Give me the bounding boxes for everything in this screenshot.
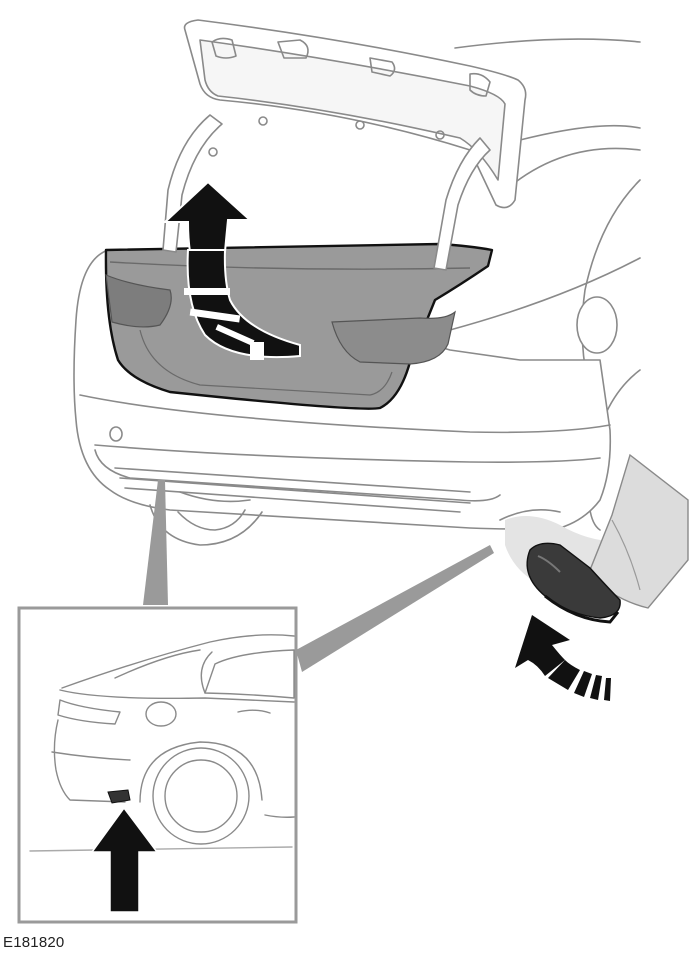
kick-sensor-marker (107, 789, 131, 804)
shoe-highlight (537, 555, 561, 573)
inset-c-pillar (200, 651, 213, 694)
lid-fixing-4 (208, 147, 218, 157)
up-arrow-icon (90, 806, 159, 913)
lid-bracket-right (469, 72, 491, 97)
inset-side-window (204, 649, 295, 699)
exhaust-tip (179, 491, 251, 503)
curved-motion-arrow-icon (515, 615, 611, 701)
open-arrow-gap-1 (184, 288, 230, 295)
kick-arrow-band-4 (604, 678, 611, 701)
lid-latch (277, 39, 309, 59)
inset-wheel-arch (139, 741, 263, 803)
lid-fixing-3 (435, 130, 445, 140)
inset-detail (17, 606, 298, 924)
inset-rear-window (114, 649, 201, 679)
lid-fixing-1 (258, 116, 268, 126)
figure-id-label: E181820 (3, 934, 65, 951)
kick-arrow-band-2 (574, 671, 592, 697)
inset-frame (17, 606, 298, 924)
right-tail-lamp (331, 310, 456, 365)
open-arrow-gap-4 (250, 342, 264, 360)
lid-fixing-2 (355, 120, 365, 130)
inset-car-side-view (29, 634, 295, 852)
curved-up-arrow-icon (162, 180, 301, 360)
lid-bracket-left (211, 37, 237, 59)
bumper-diffuser-top (94, 449, 501, 502)
inset-door-handle (237, 709, 271, 714)
inset-fuel-cap (145, 701, 177, 727)
car-side-shoulder (449, 257, 641, 331)
kick-arrow-band-3 (590, 675, 602, 700)
callout-wedge-right (296, 545, 494, 672)
foot-kick (505, 453, 689, 624)
bumper-diffuser-line-2 (119, 477, 471, 504)
tailgate-lower-edge (139, 329, 393, 396)
inset-body-side (53, 719, 126, 803)
lid-latch-2 (369, 57, 396, 77)
bumper-mid-line (94, 444, 601, 463)
inset-bumper-line (51, 751, 131, 761)
left-tail-lamp (105, 274, 172, 328)
right-hinge (433, 137, 491, 271)
shoe-sole (544, 594, 620, 624)
parking-sensor (109, 426, 123, 442)
car-c-pillar (519, 124, 641, 141)
kick-arrow-head (515, 615, 570, 676)
kick-arrow-band-1 (548, 660, 580, 690)
car-roof-line (454, 38, 641, 49)
callout-wedge-left (143, 480, 168, 605)
inset-ground-line (29, 846, 293, 852)
callout-connectors (143, 480, 494, 672)
inset-wheel-tyre (152, 747, 250, 845)
open-arrow-gap-2 (189, 308, 241, 323)
bumper-diffuser-line-1 (114, 467, 471, 493)
car-rear-window-edge (499, 147, 641, 196)
tailgate-crease (109, 261, 471, 270)
open-arrow-gap-3 (215, 324, 255, 346)
inset-rear-lamp (57, 699, 121, 725)
inset-roofline (61, 634, 295, 689)
bumper-upper-line (79, 394, 611, 434)
fuel-cap (576, 296, 618, 354)
car-side-sill (499, 509, 561, 521)
inset-body-top (59, 689, 295, 703)
car-rear-wheel-inner (177, 509, 246, 531)
inset-sill (264, 814, 295, 818)
inset-wheel-rim (164, 759, 238, 833)
trouser-crease (611, 519, 641, 591)
